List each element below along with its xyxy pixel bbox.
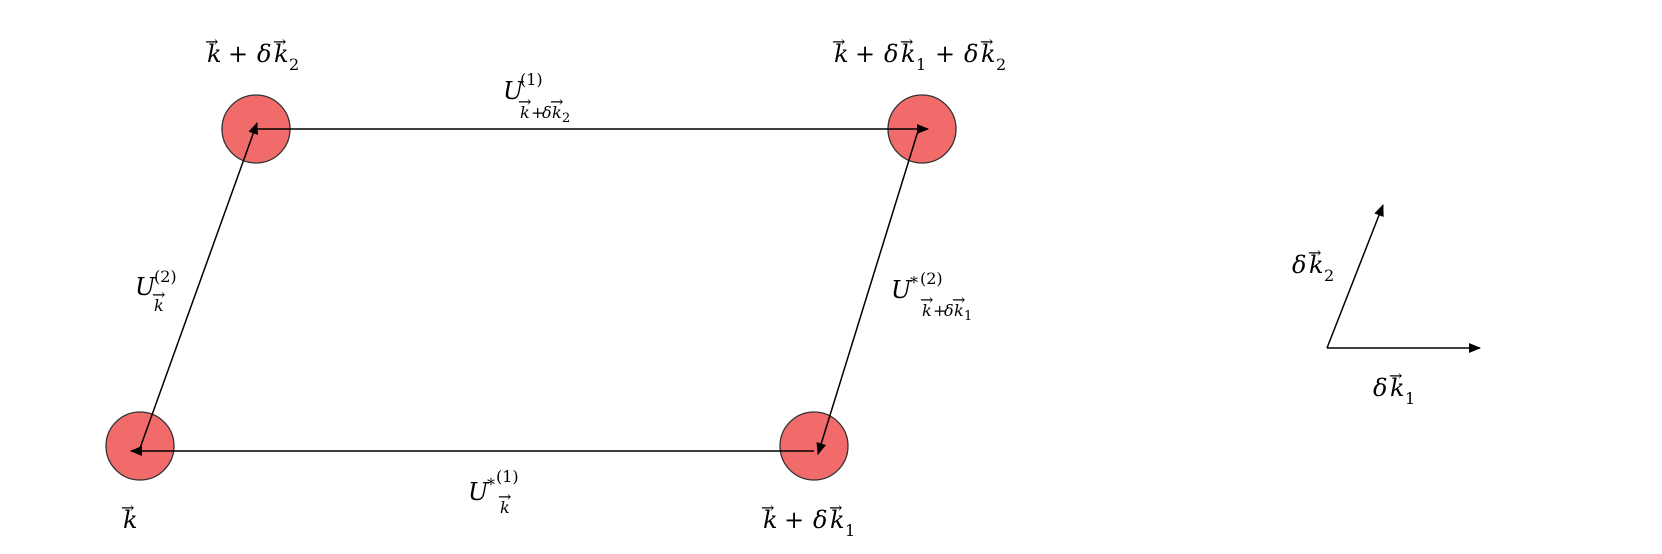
svg-text:→: →	[1308, 243, 1321, 262]
node-label-k-dk1-dk2: k → + δ k → 1 + δ k → 2	[832, 32, 1006, 74]
link-right-arrow	[816, 130, 919, 455]
axis-label-dk2: δ k → 2	[1292, 243, 1334, 285]
node-label-k-dk1: k → + δ k → 1	[761, 498, 855, 540]
svg-text:(1): (1)	[520, 70, 543, 89]
svg-text:2: 2	[562, 111, 570, 126]
link-label-top: U (1) k → + δ k → 2	[503, 70, 570, 126]
svg-text:k: k	[901, 40, 916, 68]
svg-text:k: k	[834, 40, 849, 68]
svg-text:→: →	[273, 32, 286, 51]
svg-text:δ: δ	[813, 506, 827, 534]
svg-text:1: 1	[916, 55, 926, 74]
svg-text:(2): (2)	[920, 269, 943, 288]
axis-dk2-arrow	[1326, 204, 1384, 349]
svg-text:δ: δ	[1373, 374, 1387, 402]
svg-text:k: k	[763, 506, 778, 534]
link-label-bottom: U * (1) k →	[468, 467, 519, 517]
svg-text:δ: δ	[1292, 251, 1306, 279]
svg-text:+: +	[784, 506, 804, 534]
node-label-k: k →	[121, 498, 138, 534]
svg-text:→: →	[152, 285, 165, 304]
svg-text:δ: δ	[257, 40, 271, 68]
svg-text:U: U	[135, 273, 156, 301]
svg-text:δ: δ	[964, 40, 978, 68]
svg-text:→: →	[980, 32, 993, 51]
svg-text:k: k	[154, 296, 164, 315]
svg-text:→: →	[832, 32, 845, 51]
svg-text:k: k	[1390, 374, 1405, 402]
svg-text:→: →	[761, 498, 774, 517]
svg-text:→: →	[952, 290, 965, 309]
svg-text:U: U	[891, 276, 912, 304]
svg-text:δ: δ	[884, 40, 898, 68]
svg-text:+: +	[935, 40, 955, 68]
svg-text:k: k	[981, 40, 996, 68]
svg-text:→: →	[900, 32, 913, 51]
node-k	[105, 411, 175, 481]
axis-label-dk1: δ k → 1	[1373, 366, 1415, 408]
svg-text:→: →	[121, 498, 134, 517]
svg-text:k: k	[123, 506, 138, 534]
svg-text:1: 1	[964, 309, 972, 324]
svg-text:k: k	[207, 40, 222, 68]
svg-text:k: k	[922, 301, 932, 320]
svg-text:δ: δ	[944, 301, 954, 320]
svg-text:k: k	[552, 103, 562, 122]
svg-text:k: k	[274, 40, 289, 68]
svg-text:U: U	[468, 478, 489, 506]
svg-text:→: →	[829, 498, 842, 517]
svg-text:2: 2	[996, 55, 1006, 74]
svg-text:U: U	[503, 77, 524, 105]
svg-text:+: +	[933, 301, 946, 320]
svg-text:1: 1	[1405, 389, 1415, 408]
svg-text:1: 1	[845, 521, 855, 540]
svg-text:→: →	[1389, 366, 1402, 385]
svg-text:→: →	[920, 290, 933, 309]
svg-text:(2): (2)	[154, 267, 177, 286]
node-k-dk1	[779, 411, 849, 481]
svg-text:k: k	[500, 498, 510, 517]
svg-text:+: +	[531, 103, 544, 122]
svg-text:2: 2	[289, 55, 299, 74]
svg-text:→: →	[205, 32, 218, 51]
svg-text:*: *	[910, 273, 918, 292]
link-label-left: U (2) k →	[135, 267, 177, 315]
svg-text:k: k	[520, 103, 530, 122]
link-left-arrow	[138, 122, 258, 452]
svg-text:k: k	[1309, 251, 1324, 279]
svg-text:k: k	[830, 506, 845, 534]
svg-text:→: →	[498, 487, 511, 506]
svg-text:+: +	[228, 40, 248, 68]
node-label-k-dk2: k → + δ k → 2	[205, 32, 299, 74]
svg-text:k: k	[954, 301, 964, 320]
svg-text:*: *	[487, 475, 495, 494]
svg-text:δ: δ	[542, 103, 552, 122]
svg-text:(1): (1)	[496, 467, 519, 486]
link-label-right: U * (2) k → + δ k → 1	[891, 269, 972, 324]
svg-text:2: 2	[1324, 266, 1334, 285]
svg-text:→: →	[518, 92, 531, 111]
svg-text:→: →	[550, 92, 563, 111]
svg-text:+: +	[855, 40, 875, 68]
